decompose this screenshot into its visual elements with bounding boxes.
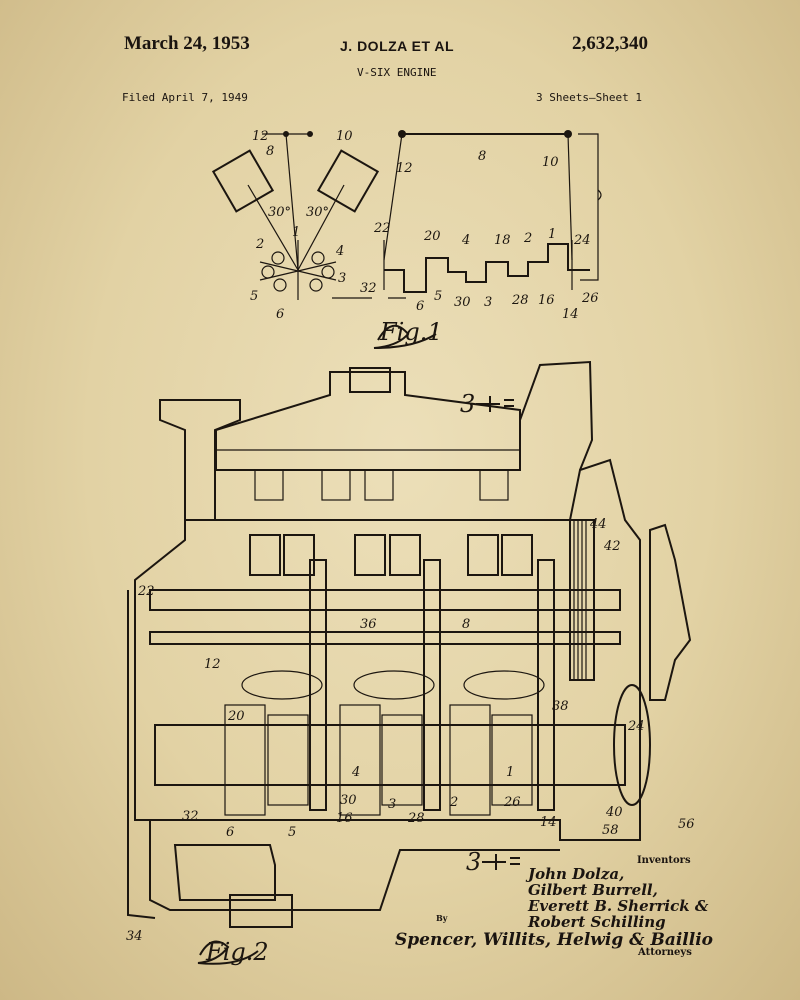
ref-numeral: 58: [602, 823, 619, 838]
ref-numeral: 20: [227, 709, 245, 724]
ref-numeral: 6: [416, 299, 424, 314]
by-label: By: [436, 913, 448, 923]
ref-numeral: 44: [589, 517, 607, 532]
patent-number: 2,632,340: [572, 33, 648, 54]
ref-numeral: 28: [511, 293, 529, 308]
ref-numeral: 30°: [306, 205, 329, 220]
ref-numeral: 1: [506, 765, 514, 780]
ref-numeral: 12: [396, 161, 413, 176]
ref-numeral: 2: [255, 237, 264, 252]
ref-numeral: 8: [266, 144, 274, 159]
ref-numeral: 38: [552, 699, 569, 714]
inventor-header: J. DOLZA ET AL: [340, 38, 455, 54]
ref-numeral: 16: [538, 293, 555, 308]
ref-numeral: 34: [126, 929, 143, 944]
section-marker: 3: [466, 848, 481, 876]
patent-date: March 24, 1953: [124, 33, 250, 54]
ref-numeral: 8: [462, 617, 470, 632]
ref-numeral: 1: [292, 225, 300, 240]
ref-numeral: 2: [523, 231, 532, 246]
ref-numeral: 4: [351, 765, 360, 780]
ref-numeral: 8: [478, 149, 486, 164]
section-marker: 3: [460, 390, 475, 418]
ref-numeral: 30: [340, 793, 357, 808]
ref-numeral: 12: [252, 129, 269, 144]
fig1-label: Fig.1: [379, 318, 443, 346]
ref-numeral: 4: [461, 233, 470, 248]
ref-numeral: 5: [250, 289, 258, 304]
ref-numeral: 30: [454, 295, 471, 310]
sheet-count: 3 Sheets–Sheet 1: [536, 91, 642, 104]
ref-numeral: 3: [388, 797, 396, 812]
inventor-name: Robert Schilling: [528, 913, 666, 931]
ref-numeral: 1: [548, 227, 556, 242]
patent-title: V-SIX ENGINE: [357, 66, 437, 79]
ref-numeral: 6: [226, 825, 234, 840]
ref-numeral: 14: [562, 307, 579, 322]
inventor-name: Everett B. Sherrick &: [528, 897, 709, 915]
fig1-crankshaft-schematic: Fig.1 12 8 10 22 20 4 18 2 1 24 32 6 5 3…: [332, 130, 602, 349]
inventor-names: John Dolza, Gilbert Burrell, Everett B. …: [528, 866, 708, 930]
ref-numeral: 24: [573, 233, 591, 248]
ref-numeral: 6: [276, 307, 284, 322]
inventors-label: Inventors: [637, 855, 691, 866]
ref-numeral: 3: [484, 295, 492, 310]
ref-numeral: 26: [503, 795, 521, 810]
ref-numeral: 12: [204, 657, 221, 672]
attorneys-label: Attorneys: [638, 947, 692, 958]
ref-numeral: 40: [605, 805, 623, 820]
ref-numeral: 10: [336, 129, 353, 144]
inventor-name: John Dolza,: [528, 865, 625, 883]
ref-numeral: 10: [542, 155, 559, 170]
fig1-bank-diagram: 12 8 10 30° 30° 2 1 4 5 3 6: [211, 129, 380, 322]
inventor-name: Gilbert Burrell,: [528, 881, 658, 899]
ref-numeral: 24: [627, 719, 645, 734]
ref-numeral: 2: [449, 795, 458, 810]
ref-numeral: 14: [540, 815, 557, 830]
ref-numeral: 5: [288, 825, 296, 840]
ref-numeral: 42: [603, 539, 621, 554]
ref-numeral: 32: [360, 281, 377, 296]
ref-numeral: 3: [338, 271, 346, 286]
filed-date: Filed April 7, 1949: [122, 91, 248, 104]
fig2-label: Fig.2: [205, 938, 269, 966]
ref-numeral: 36: [360, 617, 377, 632]
ref-numeral: 22: [137, 584, 155, 599]
ref-numeral: 5: [434, 289, 442, 304]
ref-numeral: 32: [182, 809, 199, 824]
ref-numeral: 56: [678, 817, 695, 832]
ref-numeral: 4: [335, 244, 344, 259]
ref-numeral: 20: [423, 229, 441, 244]
ref-numeral: 22: [373, 221, 391, 236]
ref-numeral: 26: [581, 291, 599, 306]
fig2-engine-section: 3 3 Fig.2 22 12 20 36 8 44 42 34 38 24 3…: [126, 360, 695, 966]
ref-numeral: 16: [336, 811, 353, 826]
ref-numeral: 30°: [268, 205, 291, 220]
ref-numeral: 18: [494, 233, 511, 248]
ref-numeral: 28: [407, 811, 425, 826]
attorney-signature: Spencer, Willits, Helwig & Baillio: [395, 930, 714, 950]
